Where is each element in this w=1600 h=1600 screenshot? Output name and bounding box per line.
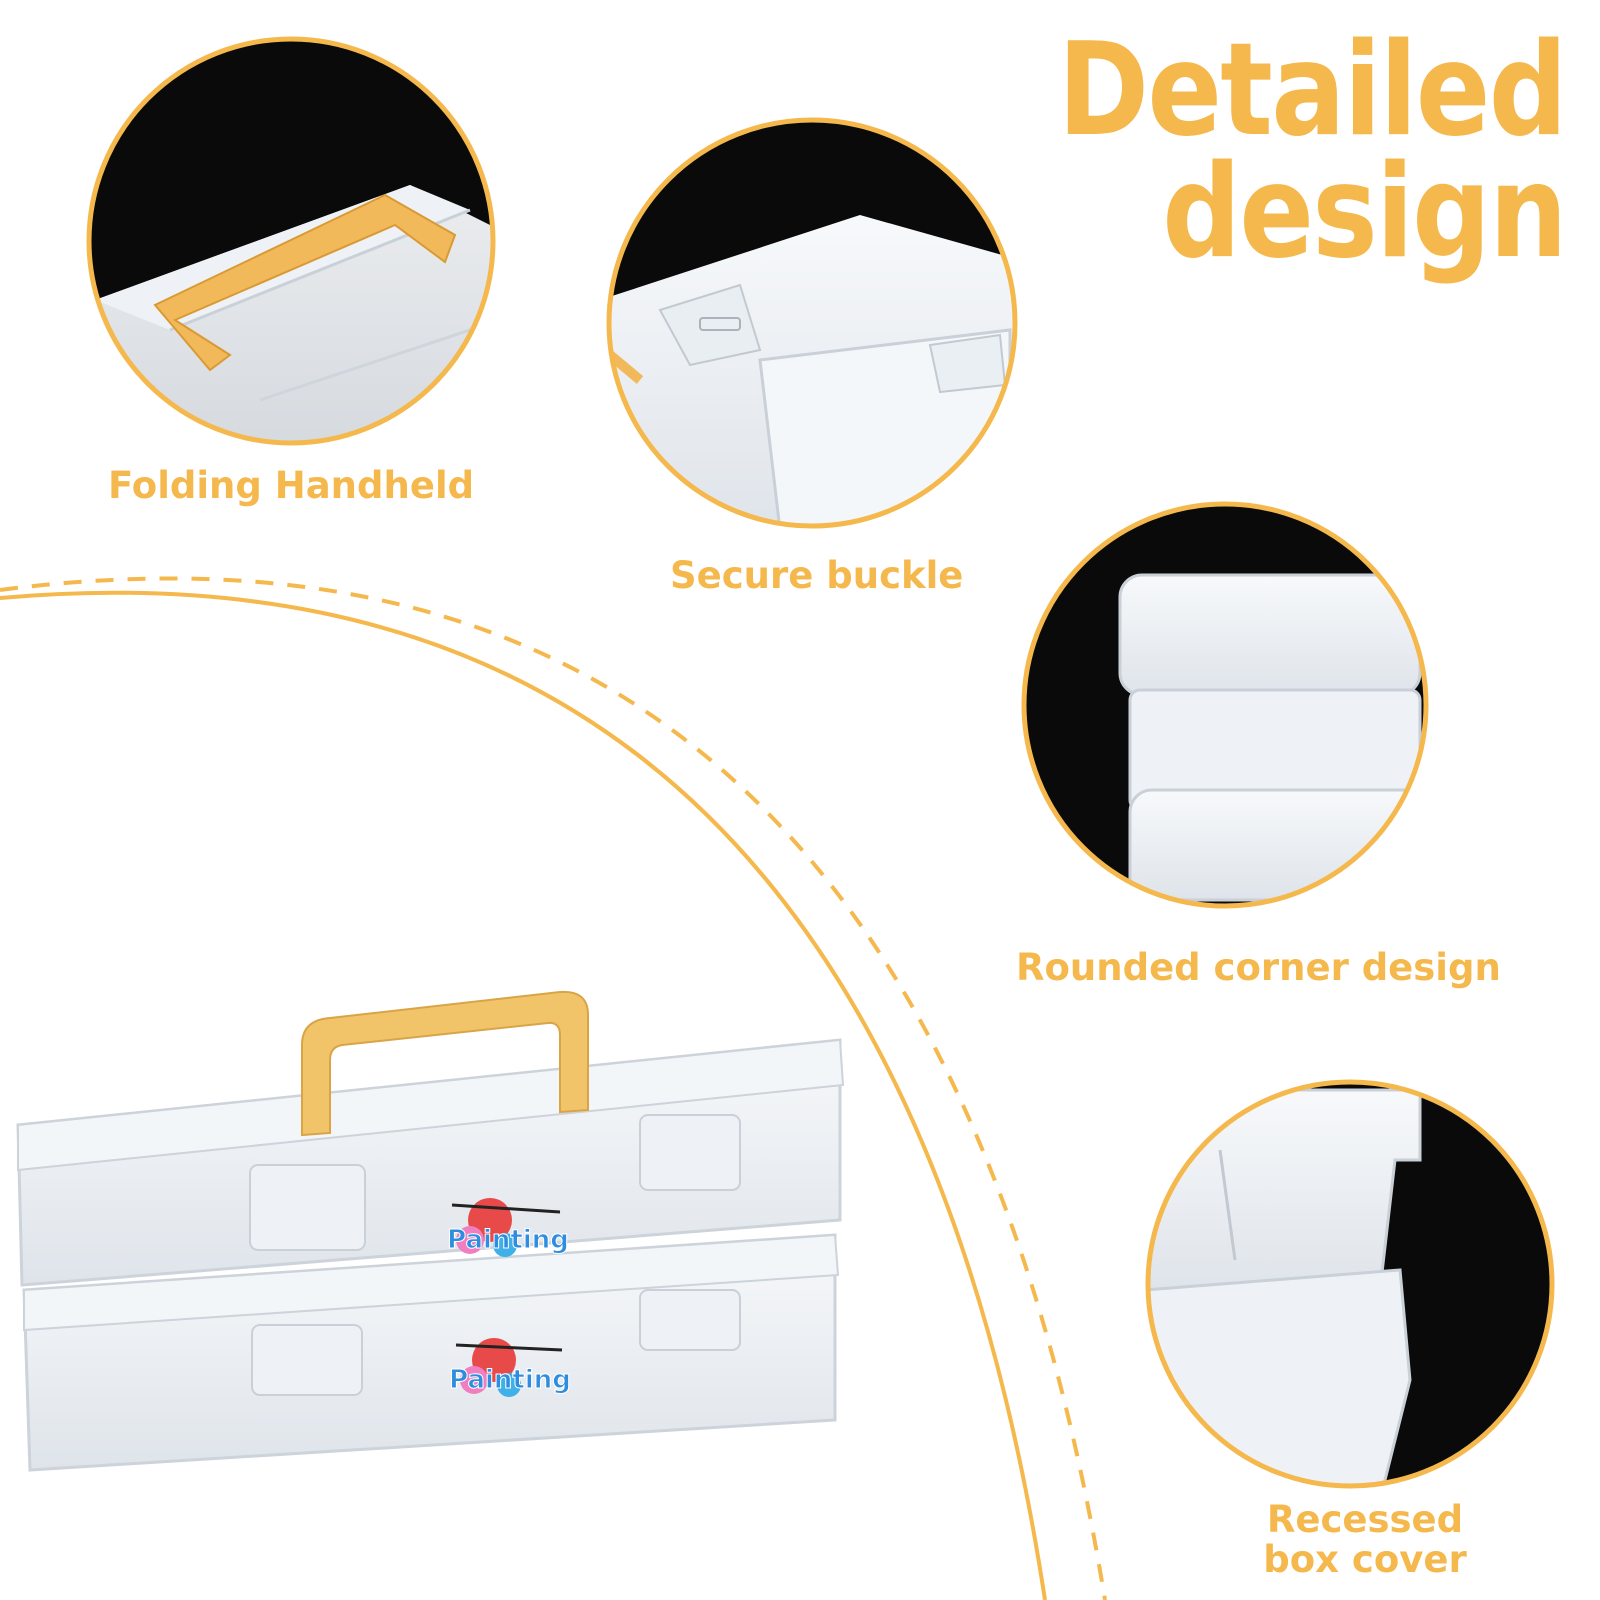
rounded-corner-closeup-photo xyxy=(1021,501,1429,909)
buckle-closeup-photo xyxy=(606,117,1018,529)
logo-text-lower: Painting xyxy=(449,1365,571,1395)
painting-logo-upper: Painting xyxy=(447,1198,569,1257)
headline-line-1: Detailed xyxy=(1057,16,1568,165)
recessed-cover-closeup-photo xyxy=(1145,1079,1555,1489)
headline-line-2: design xyxy=(1162,138,1567,287)
feature-caption-rounded-corner: Rounded corner design xyxy=(1016,946,1501,989)
stacked-storage-boxes-photo xyxy=(16,990,845,1472)
headline: Detailed design xyxy=(1057,16,1568,287)
dashed-arc-outer xyxy=(0,576,1107,1600)
handle-closeup-photo xyxy=(86,36,496,446)
feature-caption-folding-handheld: Folding Handheld xyxy=(108,464,475,507)
feature-caption-recessed-cover: Recessed box cover xyxy=(1263,1498,1467,1581)
feature-caption-secure-buckle: Secure buckle xyxy=(670,554,964,597)
logo-text-upper: Painting xyxy=(447,1225,569,1255)
painting-logo-lower: Painting xyxy=(449,1338,571,1397)
dashed-arc-inner xyxy=(0,590,1047,1600)
